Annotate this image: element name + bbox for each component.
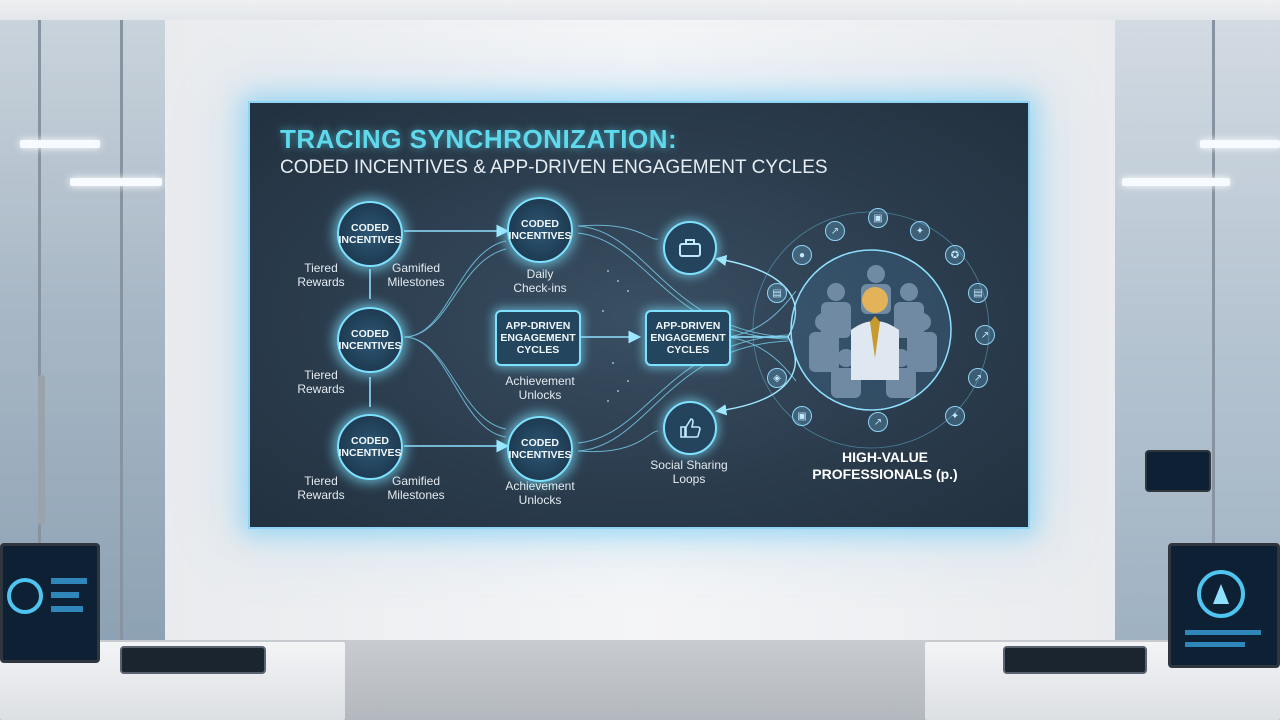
ceiling-light (20, 140, 100, 148)
briefcase-icon (663, 221, 717, 275)
briefcase-icon: ▣ (868, 208, 888, 228)
chart-icon: ↗ (825, 221, 845, 241)
label-gamified-milestones: Gamified Milestones (387, 474, 445, 502)
lightbulb-icon: ✦ (910, 221, 930, 241)
label-high-value-professionals: HIGH-VALUE PROFESSIONALS (p.) (812, 449, 958, 482)
chart-icon: ↗ (968, 368, 988, 388)
node-coded-incentives: CODED INCENTIVES (507, 197, 573, 263)
box-app-driven-engagement: APP-DRIVEN ENGAGEMENT CYCLES (645, 310, 731, 366)
title-line-2: CODED INCENTIVES & APP-DRIVEN ENGAGEMENT… (280, 157, 828, 178)
node-coded-incentives: CODED INCENTIVES (337, 307, 403, 373)
label-social-sharing-loops: Social Sharing Loops (650, 458, 728, 486)
label-achievement-unlocks: Achievement Unlocks (505, 374, 575, 402)
label-tiered-rewards: Tiered Rewards (297, 368, 345, 396)
shield-icon: ◈ (767, 368, 787, 388)
glass-wall-left (0, 20, 168, 640)
node-coded-incentives: CODED INCENTIVES (337, 201, 403, 267)
document-icon: ▤ (767, 283, 787, 303)
label-daily-checkins: Daily Check-ins (513, 267, 567, 295)
thumbs-up-icon (663, 401, 717, 455)
tablet-right (1003, 646, 1147, 674)
laptop-left (0, 543, 100, 663)
title-line-1: TRACING SYNCHRONIZATION: (280, 124, 678, 154)
node-coded-incentives: CODED INCENTIVES (507, 416, 573, 482)
glass-mullion (38, 20, 41, 640)
label-gamified-milestones: Gamified Milestones (387, 261, 445, 289)
tablet-left (120, 646, 266, 674)
node-coded-incentives: CODED INCENTIVES (337, 414, 403, 480)
ceiling-light (1200, 140, 1280, 148)
briefcase-icon: ▣ (792, 406, 812, 426)
lightbulb-icon: ✦ (945, 406, 965, 426)
ceiling-light (70, 178, 162, 186)
chart-icon: ↗ (868, 412, 888, 432)
label-tiered-rewards: Tiered Rewards (297, 474, 345, 502)
ceiling-light (1122, 178, 1230, 186)
label-tiered-rewards: Tiered Rewards (297, 261, 345, 289)
label-achievement-unlocks: Achievement Unlocks (505, 479, 575, 507)
person-icon: ● (792, 245, 812, 265)
ceiling (0, 0, 1280, 21)
background-monitor (1145, 450, 1211, 492)
professionals-group-icon (809, 265, 937, 398)
chart-icon: ↗ (975, 325, 995, 345)
document-icon: ▤ (968, 283, 988, 303)
glass-mullion (120, 20, 123, 640)
glass-mullion (1212, 20, 1215, 640)
door-handle (38, 375, 45, 525)
laptop-right (1168, 543, 1280, 668)
box-app-driven-engagement: APP-DRIVEN ENGAGEMENT CYCLES (495, 310, 581, 366)
badge-icon: ✪ (945, 245, 965, 265)
glass-wall-right (1112, 20, 1280, 640)
